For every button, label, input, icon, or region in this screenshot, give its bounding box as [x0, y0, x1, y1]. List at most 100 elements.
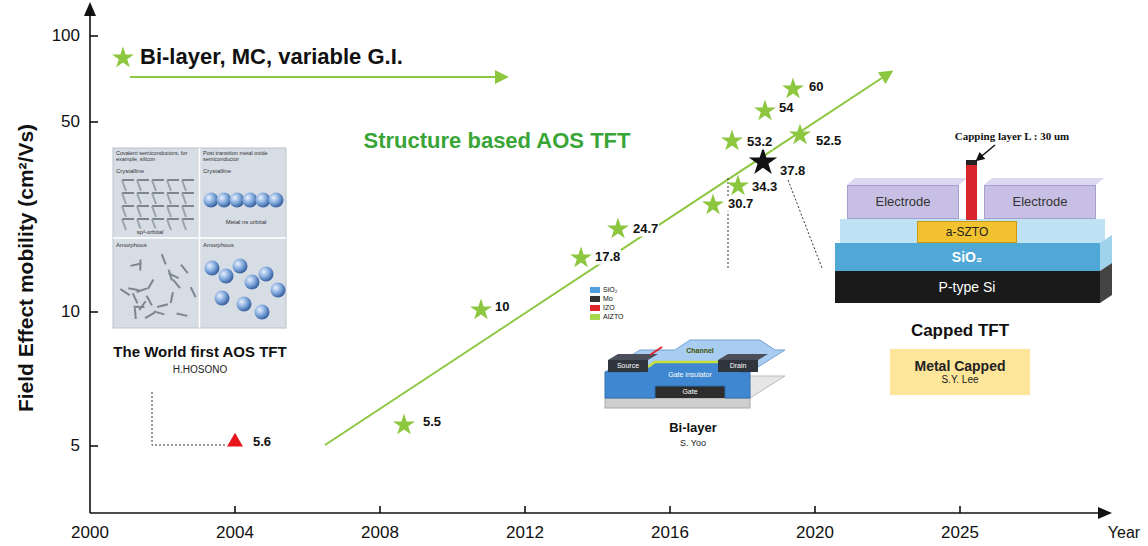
hosono-illustration-part [122, 193, 126, 204]
hosono-illustration-part [122, 179, 134, 181]
data-star [721, 129, 743, 150]
axes-part [379, 506, 381, 513]
legend-symbol [110, 44, 136, 70]
tick-label: 2012 [506, 523, 544, 543]
hosono-illustration-part [128, 288, 139, 290]
panel-text: Amorphous [116, 242, 147, 249]
bilayer-tft-illustration-part [718, 360, 758, 372]
hosono-illustration-part [152, 180, 156, 191]
series-title: Structure based AOS TFT [364, 128, 631, 153]
part-label: Channel [686, 347, 714, 355]
hosono-illustration-part [269, 193, 284, 208]
bilayer-tft-illustration-part [605, 398, 750, 408]
axes-part [90, 35, 98, 37]
leader-lines-part [788, 180, 822, 268]
hosono-illustration-part [167, 205, 179, 207]
legend-text: IZO [603, 304, 615, 312]
value-label: 60 [808, 80, 824, 95]
tick-label: 2000 [71, 523, 109, 543]
data-star [727, 174, 749, 195]
panel-text: Amorphous [203, 242, 234, 249]
hosono-illustration-part [139, 301, 145, 310]
hosono-illustration-part [205, 261, 220, 276]
trend-arrows-part [130, 76, 506, 78]
part-label: Source [617, 362, 639, 370]
data-star [470, 298, 492, 319]
axes-part [234, 506, 236, 513]
capped-tft-illustration-part [984, 178, 1104, 185]
electrode-layer: Electrode [984, 185, 1096, 219]
tick-label: 2004 [216, 523, 254, 543]
tick-label: 2025 [941, 523, 979, 543]
tick-label: 2008 [361, 523, 399, 543]
oxide-layer: SiO₂ [835, 243, 1100, 271]
value-label: 24.7 [632, 222, 659, 237]
capped-tft-illustration-part [977, 145, 995, 160]
axes-part [90, 121, 98, 123]
legend-swatch [590, 287, 600, 293]
panel-text: Post transition metal oxide semiconducto… [203, 150, 283, 163]
axes-part [89, 14, 91, 513]
hosono-illustration-part [182, 192, 194, 194]
hosono-illustration-part [219, 269, 234, 284]
caption-box: Metal CappedS.Y. Lee [890, 349, 1030, 395]
author-label: H.HOSONO [173, 364, 227, 376]
legend-text: Mo [603, 295, 613, 303]
hosono-illustration-part [271, 283, 286, 298]
hosono-illustration-part [122, 192, 134, 194]
hosono-illustration-part [122, 180, 126, 191]
legend-item: AIZTO [590, 313, 623, 321]
hosono-illustration-part [152, 218, 164, 220]
axes-part [90, 512, 1100, 514]
hosono-illustration-part [139, 259, 141, 270]
leader-lines-part [728, 178, 729, 268]
data-star [754, 99, 776, 120]
hosono-illustration [113, 148, 286, 328]
layer-text: a-SZTO [946, 225, 988, 239]
hosono-illustration-part [137, 180, 141, 191]
panel-text: Crystalline [203, 168, 231, 175]
dimension-label: Capping layer L : 30 um [955, 130, 1069, 143]
hosono-illustration-part [152, 205, 164, 207]
hosono-illustration-part [137, 288, 147, 292]
bilayer-tft-illustration [605, 340, 785, 408]
hosono-illustration-part [182, 180, 186, 191]
value-label: 37.8 [779, 164, 806, 179]
layer-text: Electrode [1013, 194, 1068, 210]
bilayer-tft-illustration-part [650, 347, 662, 355]
hosono-illustration-part [237, 297, 252, 312]
panel-text: Crystalline [116, 168, 144, 175]
part-label: Drain [730, 362, 747, 370]
value-label: 5.5 [422, 415, 442, 430]
hosono-illustration-part [259, 267, 274, 282]
legend-item: IZO [590, 304, 615, 312]
data-star [570, 246, 592, 267]
tick-label: 2016 [651, 523, 689, 543]
value-label: 34.3 [751, 180, 778, 195]
hosono-illustration-part [182, 218, 194, 220]
axes-part [1098, 507, 1112, 519]
hosono-illustration-part [177, 313, 188, 315]
hosono-illustration-part [147, 296, 152, 306]
inset-caption: The World first AOS TFT [113, 343, 286, 360]
data-star [393, 413, 415, 434]
hosono-illustration-part [137, 206, 141, 217]
hosono-illustration-part [152, 192, 164, 194]
hosono-illustration-part [137, 179, 149, 181]
panel-text: Metal ns orbital [225, 219, 268, 226]
hosono-illustration-part [122, 206, 126, 217]
hosono-illustration-part [245, 275, 260, 290]
tick-label: 5 [71, 436, 80, 456]
data-star [782, 77, 804, 98]
trend-arrows-part [325, 72, 891, 445]
axes-part [814, 506, 816, 513]
capped-tft-illustration-part [840, 219, 1105, 244]
axis-title: Field Effect mobility (cm²/Vs) [14, 124, 38, 412]
data-star [749, 147, 777, 174]
tick-label: 50 [61, 112, 80, 132]
hosono-illustration-part [157, 304, 168, 307]
hosono-illustration-part [204, 193, 219, 208]
axes-part [90, 311, 98, 313]
panel-text: Covalent semiconductors, for example, si… [116, 150, 196, 163]
